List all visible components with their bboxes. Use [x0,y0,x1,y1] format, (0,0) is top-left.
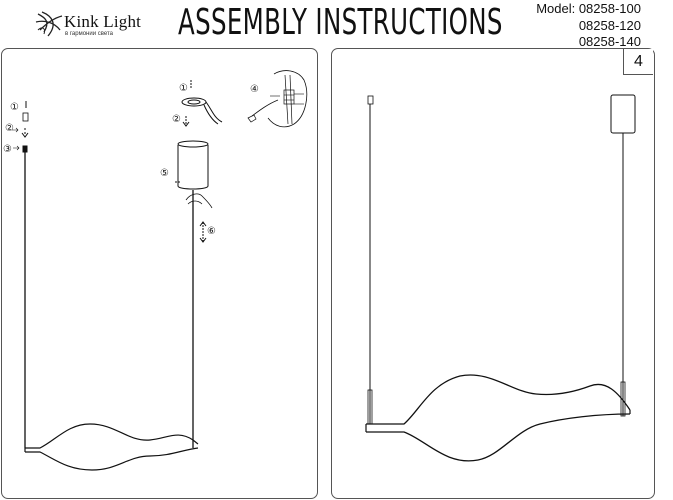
assembly-panel-left [1,48,318,499]
canopy-icon [175,140,209,190]
step-marker: ① [179,83,188,94]
hand-icon [185,193,213,209]
left-cable-assembly [12,101,29,448]
kink-light-logo-icon [35,11,63,37]
lamp-body-left [24,423,199,471]
wiring-detail-icon [247,70,308,128]
step-marker: ⑤ [160,168,169,179]
ceiling-mount-icon [181,80,223,127]
installed-lamp [365,94,636,462]
step-marker: ③ [3,144,12,155]
brand-logo [32,8,142,40]
model-number: Model: 08258-100 [536,1,641,16]
step-marker: ⑥ [207,226,216,237]
brand-name: Kink Light [64,12,142,31]
brand-tagline: в гармонии света [65,31,114,37]
step-marker: ② [172,114,181,125]
step-marker: ④ [250,84,259,95]
model-number: 08258-140 [578,34,641,49]
page-title: ASSEMBLY INSTRUCTIONS [178,2,503,43]
step-number-badge: 4 [623,49,653,75]
arrow-icon [199,221,207,243]
model-number: 08258-120 [578,18,641,33]
step-marker: ① [10,102,19,113]
step-marker: ② [5,123,14,134]
